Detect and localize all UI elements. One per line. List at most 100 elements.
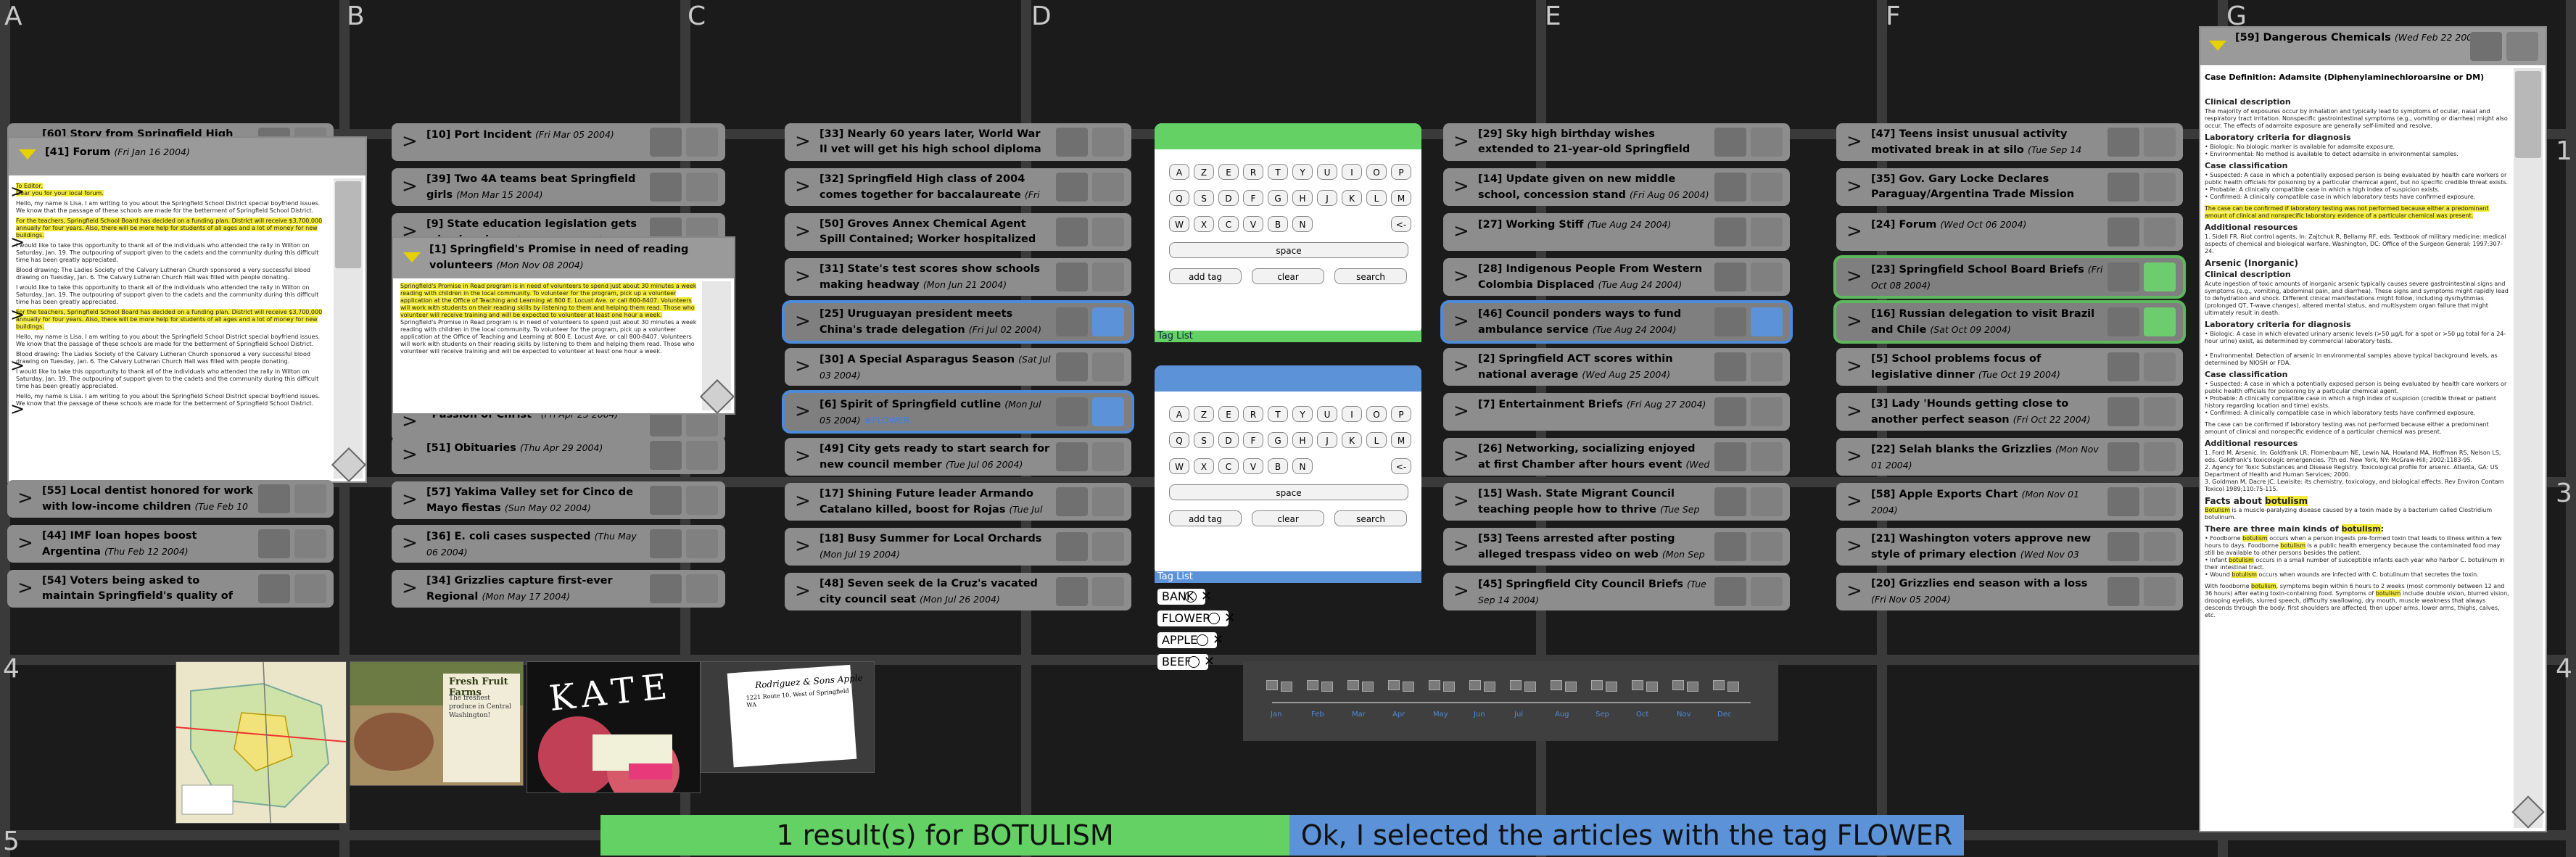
key-j[interactable]: J [1317,190,1337,206]
search-button[interactable]: search [1334,268,1407,284]
chevron-right-icon[interactable]: > [795,535,811,557]
tag-list-bar[interactable]: Tag List [1155,571,1421,583]
key-v[interactable]: V [1243,216,1263,232]
key-s[interactable]: S [1194,190,1214,206]
tag-remove-icon[interactable]: ✕ [1213,632,1224,647]
tag-remove-icon[interactable]: ✕ [1204,654,1215,669]
backspace-key[interactable]: <- [1391,458,1411,474]
article-card[interactable]: >[6] Spirit of Springfield cutline (Mon … [785,393,1131,431]
chevron-right-icon[interactable]: > [1846,580,1862,602]
tag-box[interactable] [2144,397,2176,426]
tag-box[interactable] [1751,218,1783,247]
chevron-right-icon[interactable]: > [795,265,811,287]
select-box[interactable] [650,486,682,515]
select-box[interactable] [2470,32,2502,61]
tag-box[interactable] [1751,173,1783,202]
timeline-article-marker[interactable] [1403,682,1414,692]
select-box[interactable] [1056,218,1088,247]
tag-box[interactable] [2144,577,2176,606]
tag-box[interactable] [686,441,718,470]
tag-box[interactable] [686,173,718,202]
tag-box[interactable] [1751,352,1783,381]
timeline-article-marker[interactable] [1606,682,1617,692]
chevron-right-icon[interactable]: > [1453,131,1469,152]
scrollbar-thumb[interactable] [335,181,361,268]
select-box[interactable] [650,173,682,202]
article-card[interactable]: >[26] Networking, socializing enjoyed at… [1443,438,1790,476]
tag-box[interactable] [1751,442,1783,471]
tag-box[interactable] [1092,352,1124,381]
key-i[interactable]: I [1342,164,1362,180]
chevron-right-icon[interactable]: > [1846,175,1862,197]
article-card[interactable]: >[44] IMF loan hopes boost Argentina (Th… [7,525,334,563]
article-card[interactable]: >[15] Wash. State Migrant Council teachi… [1443,483,1790,521]
chevron-right-icon[interactable]: > [402,175,418,197]
tag-box[interactable] [2144,487,2176,516]
chevron-right-icon[interactable]: > [1453,400,1469,422]
chevron-right-icon[interactable]: > [1846,310,1862,332]
key-d[interactable]: D [1218,432,1239,448]
document-header[interactable]: [1] Springfield's Promise in need of rea… [393,238,734,278]
open-document-dangerous-chemicals[interactable]: [59] Dangerous Chemicals (Wed Feb 22 200… [2199,26,2547,832]
clear-button[interactable]: clear [1252,510,1324,526]
tag-box[interactable] [686,486,718,515]
chevron-right-icon[interactable]: > [1453,490,1469,512]
scrollbar-thumb[interactable] [2515,71,2541,158]
key-a[interactable]: A [1169,406,1189,422]
key-v[interactable]: V [1243,458,1263,474]
key-e[interactable]: E [1218,406,1239,422]
clear-button[interactable]: clear [1252,268,1324,284]
article-card[interactable]: >[24] Forum (Wed Oct 06 2004) [1836,213,2183,251]
select-box[interactable] [1714,128,1746,157]
article-card[interactable]: >[7] Entertainment Briefs (Fri Aug 27 20… [1443,393,1790,431]
apple-flyer-image[interactable]: Rodriguez & Sons Apple 1221 Route 10, We… [701,661,875,773]
timeline-article-marker[interactable] [1646,682,1658,692]
timeline-article-marker[interactable] [1321,682,1333,692]
key-u[interactable]: U [1317,164,1337,180]
article-card[interactable]: >[25] Uruguayan president meets China's … [785,303,1131,341]
timeline-article-marker[interactable] [1524,682,1536,692]
select-box[interactable] [2108,397,2139,426]
chevron-right-icon[interactable]: > [1453,445,1469,467]
tag-box[interactable] [1092,532,1124,561]
tag-box[interactable] [1092,262,1124,291]
select-box[interactable] [2108,577,2139,606]
tag-item[interactable]: BEEF✕ [1157,654,1215,670]
chevron-right-icon[interactable]: > [795,445,811,467]
chevron-right-icon[interactable]: > [402,444,418,465]
article-card[interactable]: >[54] Voters being asked to maintain Spr… [7,570,334,608]
chevron-right-icon[interactable]: > [1846,445,1862,467]
select-box[interactable] [1714,218,1746,247]
space-key[interactable]: space [1169,484,1408,500]
article-card[interactable]: >[27] Working Stiff (Tue Aug 24 2004) [1443,213,1790,251]
key-n[interactable]: N [1292,216,1313,232]
tag-box[interactable] [1751,532,1783,561]
select-box[interactable] [1056,442,1088,471]
chevron-right-icon[interactable]: > [1846,131,1862,152]
chevron-right-icon[interactable]: > [795,310,811,332]
tag-box[interactable] [1092,442,1124,471]
key-x[interactable]: X [1194,458,1214,474]
chevron-right-icon[interactable]: > [17,577,33,599]
key-j[interactable]: J [1317,432,1337,448]
select-box[interactable] [650,574,682,603]
select-box[interactable] [1056,352,1088,381]
tag-box[interactable] [2144,173,2176,202]
select-box[interactable] [1714,173,1746,202]
article-card[interactable]: >[35] Gov. Gary Locke Declares Paraguay/… [1836,168,2183,206]
article-card[interactable]: >[50] Groves Annex Chemical Agent Spill … [785,213,1131,251]
article-card[interactable]: >[39] Two 4A teams beat Springfield girl… [392,168,725,206]
key-t[interactable]: T [1268,164,1288,180]
collapse-triangle-icon[interactable] [2209,41,2226,51]
key-b[interactable]: B [1268,216,1288,232]
chevron-right-icon[interactable]: > [1453,580,1469,602]
chevron-right-icon[interactable]: > [1453,265,1469,287]
article-card[interactable]: >[33] Nearly 60 years later, World War I… [785,123,1131,161]
document-header[interactable]: [41] Forum (Fri Jan 16 2004) [9,138,366,175]
chevron-right-icon[interactable]: > [1846,355,1862,377]
article-card[interactable]: >[28] Indigenous People From Western Col… [1443,258,1790,296]
select-box[interactable] [1714,352,1746,381]
tag-box[interactable] [1092,487,1124,516]
article-card[interactable]: >[22] Selah blanks the Grizzlies (Mon No… [1836,438,2183,476]
